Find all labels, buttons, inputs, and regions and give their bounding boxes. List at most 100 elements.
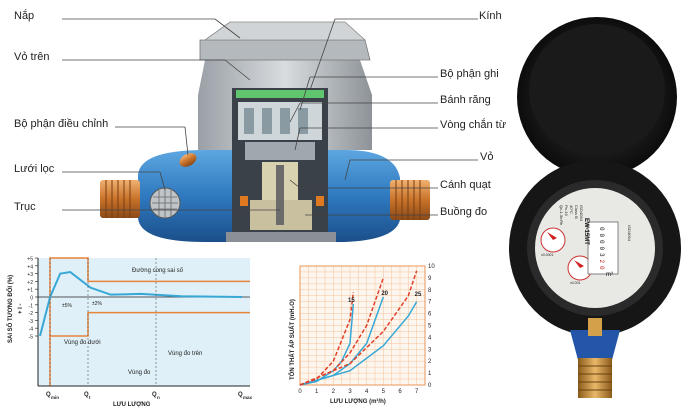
- label-gear: Bánh răng: [440, 94, 491, 106]
- y-tick-label: 3: [428, 347, 432, 353]
- series-line: [299, 301, 418, 386]
- chart-bg: [38, 258, 250, 386]
- x-tick-sub: min: [51, 395, 59, 400]
- x-axis-title: LƯU LƯỢNG: [113, 402, 151, 408]
- x-tick-label: Q: [84, 392, 89, 398]
- meter-digit: 2: [598, 260, 605, 264]
- meter-unit: m³: [606, 272, 613, 278]
- dashed-series-line: [299, 292, 355, 386]
- meter-inlet: [578, 358, 612, 398]
- y-tick-label: 0: [428, 383, 432, 389]
- x-tick-label: 1: [315, 389, 319, 395]
- x-tick-label: 4: [365, 389, 369, 395]
- pm5-annotation: ±5%: [62, 303, 73, 309]
- meter-digit: 0: [598, 234, 605, 238]
- x-tick-sub: n: [157, 395, 160, 400]
- curve-label: 15: [348, 298, 355, 304]
- y-tick-label: 7: [428, 300, 432, 306]
- dial-label: x0.0001: [541, 253, 554, 257]
- meter-iso-text: ISO4064: [627, 225, 632, 242]
- axis-sign: + I -: [18, 303, 24, 314]
- meter-face-text: ISO4064: [579, 205, 584, 222]
- y-tick-label: +1: [27, 288, 33, 294]
- plot-frame: [299, 265, 426, 386]
- y-tick-label: -5: [29, 335, 34, 341]
- meter-cutaway: [100, 21, 430, 242]
- meter-digit: 0: [598, 266, 605, 270]
- dashed-series-line: [299, 270, 418, 386]
- meter-face-text: Pn-16: [564, 205, 569, 216]
- label-impeller: Cánh quạt: [440, 179, 491, 191]
- curve-label: 25: [415, 292, 422, 298]
- y-tick-label: 5: [428, 324, 432, 330]
- adjuster: [179, 153, 197, 167]
- x-tick-label: 7: [415, 389, 419, 395]
- label-magnetic-ring: Vòng chắn từ: [440, 119, 507, 131]
- glass: [236, 90, 324, 98]
- x-tick-label: Q: [238, 392, 243, 398]
- label-lid: Nắp: [14, 10, 35, 22]
- upper-zone-annotation: Vùng đo trên: [168, 351, 202, 357]
- meter-digit: 0: [598, 240, 605, 244]
- y-tick-label: -3: [29, 319, 34, 325]
- y-tick-label: -2: [29, 311, 34, 317]
- x-tick-label: 3: [348, 389, 352, 395]
- x-tick-sub: t: [89, 395, 91, 400]
- water-meter-photo: [509, 17, 681, 398]
- dial-label: x0.001: [570, 281, 581, 285]
- meter-face-text: 40°C: [569, 205, 574, 214]
- magnetic-ring: [245, 142, 315, 160]
- label-measuring-chamber: Buồng đo: [440, 206, 488, 218]
- x-axis-title: LƯU LƯỢNG (m³/h): [330, 398, 386, 405]
- x-tick-label: Q: [46, 392, 51, 398]
- y-tick-label: 10: [428, 264, 435, 270]
- zone-annotation: Vùng đo: [128, 370, 151, 376]
- y-tick-label: -4: [29, 327, 34, 333]
- curve-annotation: Đường cong sai số: [132, 268, 184, 274]
- y-tick-label: 1: [428, 371, 432, 377]
- meter-face-text: Class B: [574, 205, 579, 219]
- label-glass: Kính: [479, 10, 502, 22]
- meter-face-text: Qn-1.5m³/h: [559, 205, 564, 225]
- y-tick-label: +3: [27, 272, 33, 278]
- error-curve-line: [39, 270, 243, 337]
- label-adjuster: Bộ phận điều chỉnh: [14, 118, 109, 130]
- y-tick-label: 6: [428, 312, 432, 318]
- y-axis-title: TỔN THẤT ÁP SUẤT (mH₂O): [289, 299, 296, 380]
- x-tick-label: 5: [382, 389, 386, 395]
- x-tick-label: 2: [332, 389, 336, 395]
- y-tick-label: 2: [428, 359, 432, 365]
- meter-digit: 0: [598, 227, 605, 231]
- y-tick-label: +2: [27, 280, 33, 286]
- y-tick-label: 8: [428, 288, 432, 294]
- digit-window: [587, 221, 619, 275]
- curve-label: 20: [381, 291, 388, 297]
- x-tick-label: Q: [152, 392, 157, 398]
- label-shaft: Trục: [14, 201, 36, 213]
- meter-digit: 0: [598, 247, 605, 251]
- meter-model: EW-15MT: [583, 218, 589, 245]
- y-axis-title: SAI SỐ TƯƠNG ĐỐI (%): [7, 275, 14, 343]
- meter-digit: 3: [598, 253, 605, 257]
- leader-lines: [62, 18, 478, 216]
- label-body: Vỏ: [480, 151, 494, 163]
- label-register: Bộ phận ghi: [440, 68, 499, 80]
- lower-zone-annotation: Vùng đo dưới: [64, 340, 101, 346]
- lower-limit: [50, 311, 250, 337]
- y-tick-label: 9: [428, 276, 432, 282]
- y-tick-label: 4: [428, 335, 432, 341]
- x-tick-label: 0: [298, 389, 302, 395]
- label-strainer: Lưới lọc: [14, 163, 55, 175]
- label-upper-housing: Vỏ trên: [14, 51, 50, 63]
- x-tick-sub: max: [243, 395, 253, 400]
- pm2-annotation: ±2%: [92, 301, 103, 307]
- y-tick-label: +4: [27, 264, 33, 270]
- y-tick-label: -1: [29, 303, 34, 309]
- y-tick-label: +5: [27, 257, 33, 263]
- x-tick-label: 6: [398, 389, 402, 395]
- y-tick-label: 0: [30, 296, 33, 302]
